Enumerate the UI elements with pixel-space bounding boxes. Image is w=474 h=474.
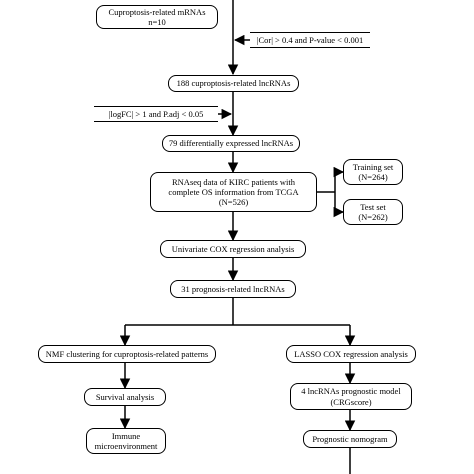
node-test-set: Test set (N=262): [343, 199, 403, 225]
node-immune-line-1: Immune: [111, 430, 141, 441]
node-188-lncrnas-text: 188 cuproptosis-related lncRNAs: [176, 78, 291, 89]
node-cuproptosis-mrnas-line-1: Cuproptosis-related mRNAs: [108, 6, 206, 17]
node-31-prognosis: 31 prognosis-related lncRNAs: [170, 280, 296, 298]
node-univariate-cox: Univariate COX regression analysis: [160, 240, 306, 258]
node-prognostic-model-line-1: 4 lncRNAs prognostic model: [301, 386, 401, 397]
node-31-prognosis-text: 31 prognosis-related lncRNAs: [181, 283, 285, 294]
node-79-degs-text: 79 differentially expressed lncRNAs: [168, 138, 294, 149]
node-188-lncrnas: 188 cuproptosis-related lncRNAs: [168, 75, 299, 92]
node-cuproptosis-mrnas-line-2: n=10: [148, 17, 166, 27]
node-lasso-cox: LASSO COX regression analysis: [286, 345, 416, 363]
node-training-set-line-1: Training set: [352, 161, 394, 172]
filter-correlation-text: |Cor| > 0.4 and P-value < 0.001: [256, 35, 364, 45]
node-rnaseq-line-1: RNAseq data of KIRC patients with: [172, 176, 295, 187]
node-prognostic-nomogram-text: Prognostic nomogram: [312, 433, 388, 444]
node-training-set: Training set (N=264): [343, 159, 403, 185]
node-rnaseq-tcga: RNAseq data of KIRC patients with comple…: [150, 172, 317, 212]
node-rnaseq-line-3: (N=526): [218, 197, 249, 208]
node-prognostic-nomogram: Prognostic nomogram: [303, 430, 397, 448]
filter-foldchange: |logFC| > 1 and P.adj < 0.05: [94, 106, 218, 122]
node-prognostic-model: 4 lncRNAs prognostic model (CRGscore): [290, 383, 412, 410]
node-lasso-cox-text: LASSO COX regression analysis: [294, 348, 408, 359]
node-survival-analysis: Survival analysis: [84, 388, 166, 406]
node-cuproptosis-mrnas: Cuproptosis-related mRNAs n=10: [96, 5, 218, 29]
node-test-set-line-1: Test set: [360, 201, 386, 212]
filter-correlation: |Cor| > 0.4 and P-value < 0.001: [250, 32, 370, 48]
node-79-degs: 79 differentially expressed lncRNAs: [162, 135, 300, 152]
node-immune-line-2: microenvironment: [94, 441, 158, 451]
node-univariate-cox-text: Univariate COX regression analysis: [171, 243, 295, 254]
filter-foldchange-text: |logFC| > 1 and P.adj < 0.05: [108, 109, 204, 119]
node-immune-microenvironment: Immune microenvironment: [86, 428, 166, 454]
node-test-set-line-2: (N=262): [358, 212, 388, 222]
node-nmf-clustering-text: NMF clustering for cuproptosis-related p…: [45, 348, 209, 359]
node-survival-analysis-text: Survival analysis: [95, 391, 155, 402]
node-prognostic-model-line-2: (CRGscore): [330, 396, 372, 407]
node-training-set-line-2: (N=264): [358, 172, 388, 182]
node-rnaseq-line-2: complete OS information from TCGA: [168, 186, 299, 197]
node-nmf-clustering: NMF clustering for cuproptosis-related p…: [38, 345, 216, 363]
